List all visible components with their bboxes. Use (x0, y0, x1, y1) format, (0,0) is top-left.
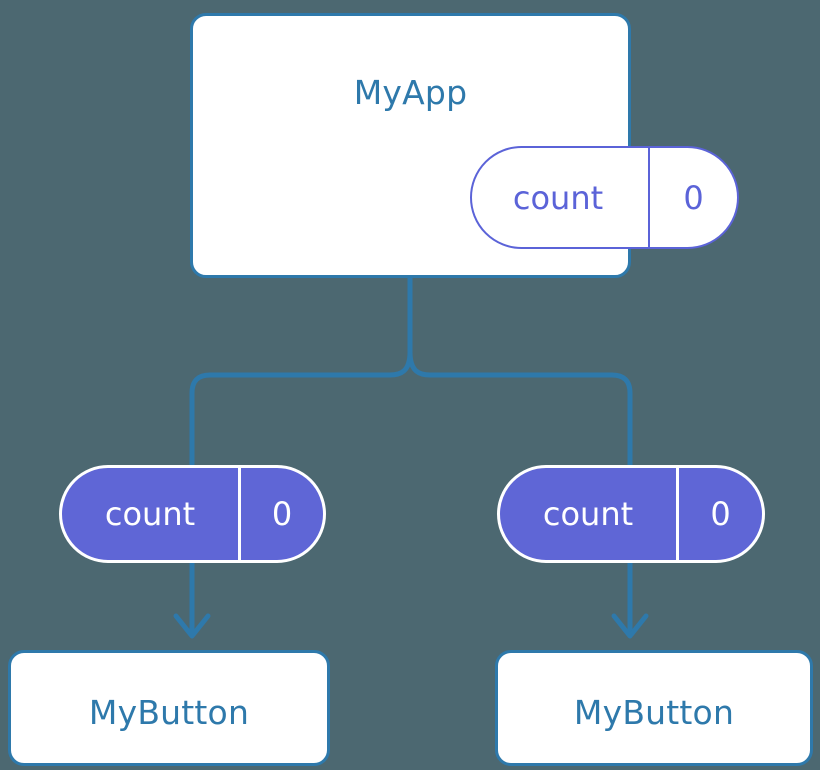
component-node-mybutton-right[interactable]: MyButton (495, 650, 813, 766)
arrow-down-icon-left (173, 613, 211, 639)
state-pill-child-left[interactable]: count 0 (59, 465, 326, 563)
arrow-down-icon-right (611, 613, 649, 639)
edge-branch-left (189, 351, 413, 465)
state-value-label: 0 (676, 468, 762, 560)
component-label-mybutton-right: MyButton (573, 693, 735, 732)
component-node-myapp[interactable]: MyApp count 0 (190, 13, 739, 278)
state-pill-child-right[interactable]: count 0 (497, 465, 765, 563)
state-key-label: count (512, 178, 604, 217)
component-label-mybutton-left: MyButton (88, 693, 250, 732)
state-pill-myapp[interactable]: count 0 (470, 146, 739, 249)
state-key-label: count (542, 495, 634, 533)
state-value-label: 0 (238, 468, 323, 560)
state-value-label: 0 (648, 148, 737, 247)
state-key-label: count (104, 495, 196, 533)
component-node-mybutton-left[interactable]: MyButton (8, 650, 330, 766)
edge-branch-right (407, 351, 633, 465)
component-label-myapp: MyApp (353, 73, 468, 112)
